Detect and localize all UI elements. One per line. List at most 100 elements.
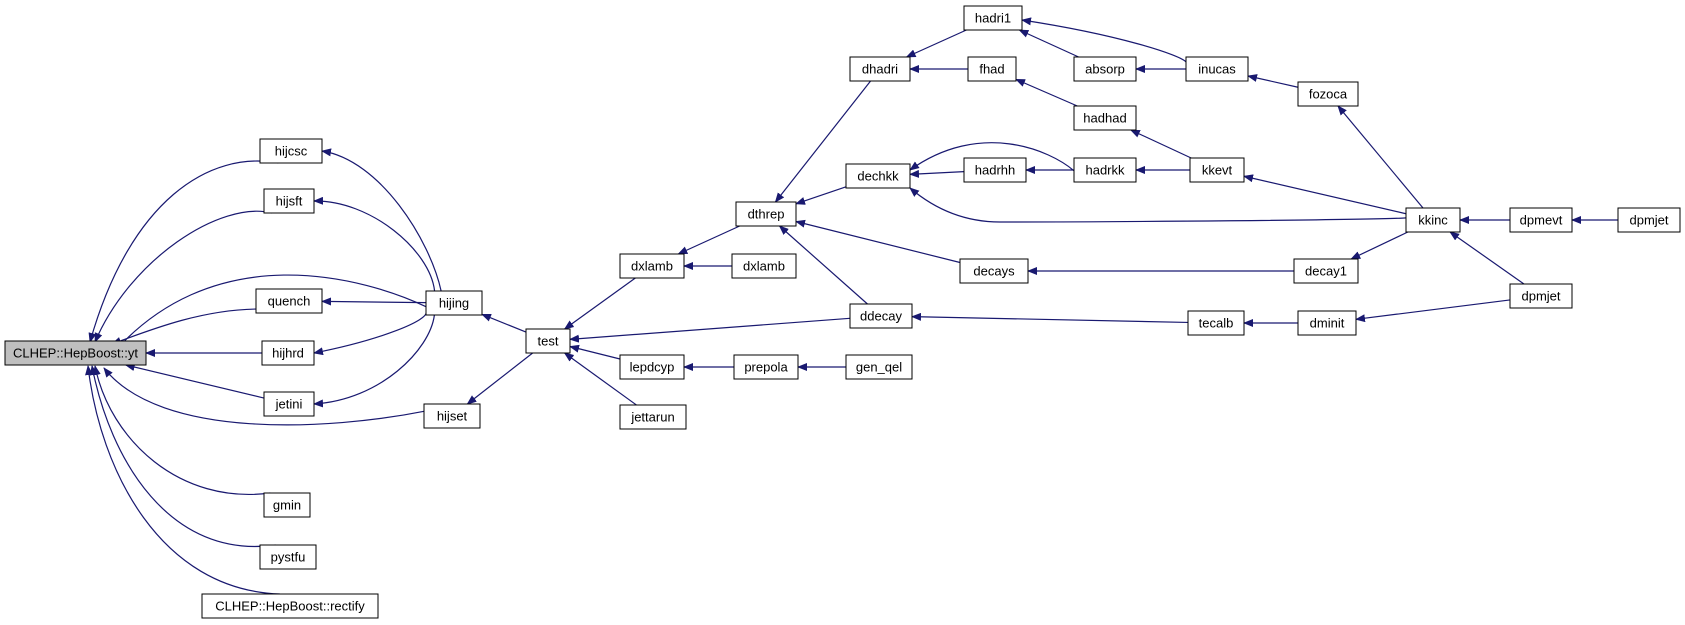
node-tecalb[interactable]: tecalb — [1187, 310, 1245, 336]
edge-tecalb-to-ddecay — [911, 312, 1189, 324]
node-fhad[interactable]: fhad — [967, 56, 1017, 82]
node-gmin[interactable]: gmin — [263, 492, 311, 518]
node-label: decay1 — [1305, 264, 1347, 279]
node-dechkk[interactable]: dechkk — [845, 163, 911, 189]
node-box — [261, 340, 315, 366]
node-box — [525, 328, 571, 354]
node-box — [423, 403, 481, 429]
edge-rectify-to-root — [85, 365, 280, 595]
node-quench[interactable]: quench — [255, 288, 323, 314]
node-box — [1509, 283, 1573, 309]
node-dxlamb2[interactable]: dxlamb — [731, 253, 797, 279]
edge-dpmjet2-to-dminit — [1355, 299, 1511, 323]
node-label: tecalb — [1199, 316, 1234, 331]
node-absorp[interactable]: absorp — [1073, 56, 1137, 82]
edge-pystfu-to-root — [89, 365, 276, 548]
node-kkinc[interactable]: kkinc — [1405, 207, 1461, 233]
node-box — [201, 593, 379, 619]
edge-hijing-to-hijhrd — [313, 311, 427, 356]
node-box — [259, 544, 317, 570]
node-dthrep[interactable]: dthrep — [735, 201, 797, 227]
node-hadrkk[interactable]: hadrkk — [1073, 157, 1137, 183]
node-ddecay[interactable]: ddecay — [849, 303, 913, 329]
node-hijing[interactable]: hijing — [425, 290, 483, 316]
edge-test-to-hijset — [466, 352, 534, 405]
edge-test-to-hijing — [481, 313, 527, 333]
node-decay1[interactable]: decay1 — [1293, 258, 1359, 284]
node-label: inucas — [1198, 62, 1236, 77]
node-box — [849, 303, 913, 329]
edge-dechkk-to-dthrep — [795, 186, 847, 205]
node-root[interactable]: CLHEP::HepBoost::yt — [4, 340, 147, 366]
node-box — [1073, 157, 1137, 183]
nodes-layer: CLHEP::HepBoost::ythijcschijsftquenchhij… — [4, 5, 1681, 619]
edge-gmin-to-root — [92, 365, 271, 495]
node-box — [259, 138, 323, 164]
node-box — [963, 5, 1023, 31]
node-box — [731, 253, 797, 279]
node-label: hadri1 — [975, 11, 1011, 26]
node-label: dxlamb — [631, 259, 673, 274]
node-decays[interactable]: decays — [959, 258, 1029, 284]
node-inucas[interactable]: inucas — [1185, 56, 1249, 82]
node-jettarun[interactable]: jettarun — [619, 404, 687, 430]
edge-hadrkk-to-dechkk — [909, 142, 1075, 172]
node-box — [263, 391, 315, 417]
node-kkevt[interactable]: kkevt — [1189, 157, 1245, 183]
node-hijset[interactable]: hijset — [423, 403, 481, 429]
node-hijsft[interactable]: hijsft — [263, 188, 315, 214]
node-box — [1293, 258, 1359, 284]
node-label: hijhrd — [272, 346, 304, 361]
edge-hijcsc-to-root — [88, 160, 279, 343]
node-box — [845, 163, 911, 189]
node-fozoca[interactable]: fozoca — [1297, 81, 1359, 107]
edge-fozoca-to-inucas — [1247, 74, 1299, 88]
node-box — [425, 290, 483, 316]
node-box — [849, 56, 911, 82]
node-gen_qel[interactable]: gen_qel — [845, 354, 913, 380]
node-hijcsc[interactable]: hijcsc — [259, 138, 323, 164]
node-label: fhad — [979, 62, 1004, 77]
node-box — [1297, 81, 1359, 107]
node-label: dxlamb — [743, 259, 785, 274]
node-box — [263, 492, 311, 518]
edge-hijset-to-root — [103, 367, 425, 426]
node-box — [1073, 56, 1137, 82]
node-hadrhh[interactable]: hadrhh — [963, 157, 1027, 183]
node-prepola[interactable]: prepola — [733, 354, 799, 380]
node-pystfu[interactable]: pystfu — [259, 544, 317, 570]
edge-decays-to-dthrep — [795, 219, 961, 264]
node-box — [959, 258, 1029, 284]
node-box — [1073, 105, 1137, 131]
edge-kkinc-to-fozoca — [1337, 105, 1424, 209]
node-hadhad[interactable]: hadhad — [1073, 105, 1137, 131]
node-dhadri[interactable]: dhadri — [849, 56, 911, 82]
node-label: dpmjet — [1629, 213, 1668, 228]
node-label: jetini — [275, 397, 303, 412]
node-dpmevt[interactable]: dpmevt — [1509, 207, 1573, 233]
node-dpmjet2[interactable]: dpmjet — [1509, 283, 1573, 309]
node-box — [4, 340, 147, 366]
node-dminit[interactable]: dminit — [1297, 310, 1357, 336]
node-dxlamb1[interactable]: dxlamb — [619, 253, 685, 279]
node-rectify[interactable]: CLHEP::HepBoost::rectify — [201, 593, 379, 619]
edge-hijing-to-quench — [321, 297, 427, 306]
node-label: hadhad — [1083, 111, 1126, 126]
node-hijhrd[interactable]: hijhrd — [261, 340, 315, 366]
node-dpmjet1[interactable]: dpmjet — [1617, 207, 1681, 233]
node-lepdcyp[interactable]: lepdcyp — [619, 354, 685, 380]
node-box — [619, 253, 685, 279]
edge-absorp-to-hadri1 — [1018, 29, 1079, 58]
node-hadri1[interactable]: hadri1 — [963, 5, 1023, 31]
node-label: test — [538, 334, 559, 349]
edges-layer — [85, 17, 1618, 595]
node-jetini[interactable]: jetini — [263, 391, 315, 417]
node-box — [735, 201, 797, 227]
node-test[interactable]: test — [525, 328, 571, 354]
node-box — [1189, 157, 1245, 183]
node-label: prepola — [744, 360, 788, 375]
node-label: dpmjet — [1521, 289, 1560, 304]
node-label: dminit — [1310, 316, 1345, 331]
edge-hijing-to-root — [103, 274, 427, 365]
